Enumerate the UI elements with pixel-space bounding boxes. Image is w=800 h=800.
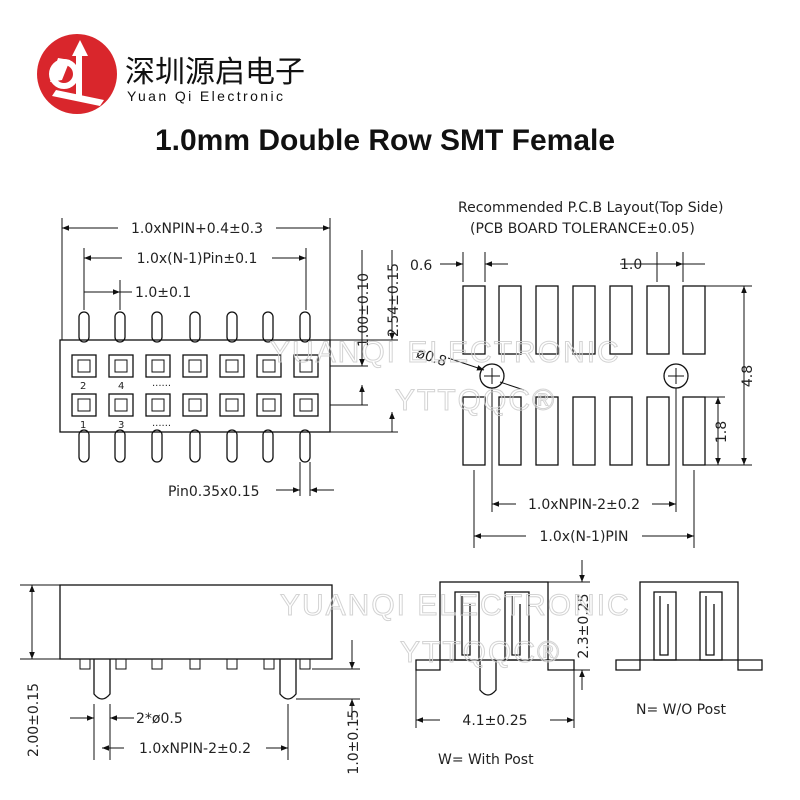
dim-post-span: 1.0xNPIN-2±0.2 [139, 741, 251, 757]
cross-section-with-post: 2.3±0.25 4.1±0.25 W= With Post [415, 560, 592, 768]
pin-label-4: 4 [118, 381, 124, 392]
dim-section-width: 4.1±0.25 [462, 713, 527, 729]
page-title: 1.0mm Double Row SMT Female [155, 124, 615, 157]
dim-overall-length: 1.0xNPIN+0.4±0.3 [131, 221, 263, 237]
post-right [279, 659, 297, 700]
side-pin-tabs [79, 658, 311, 670]
pins-bottom [78, 429, 311, 463]
dim-post-spacing: 1.0xNPIN-2±0.2 [528, 497, 640, 513]
pins-top [78, 311, 311, 343]
pcb-title-line2: (PCB BOARD TOLERANCE±0.05) [470, 221, 695, 237]
dim-post-diameter: 2*ø0.5 [136, 711, 183, 727]
dim-row-spacing: 1.00±0.10 [356, 273, 372, 347]
pin-ellipsis-top: ...... [152, 378, 171, 389]
side-view: 2.00±0.15 2*ø0.5 1.0xNPIN-2±0.2 1.0±0.15 [20, 584, 362, 775]
watermark-line2-top: YTTQQC® [395, 384, 556, 417]
brand-name-cn: 深圳源启电子 [125, 55, 305, 90]
pcb-title-line1: Recommended P.C.B Layout(Top Side) [458, 200, 723, 216]
watermark: YUANQI ELECTRONIC YTTQQC® YUANQI ELECTRO… [270, 336, 631, 670]
dim-pcb-span: 1.0x(N-1)PIN [540, 529, 629, 545]
dim-pad-width: 0.6 [410, 258, 432, 274]
front-view: 1.0xNPIN+0.4±0.3 1.0x(N-1)Pin±0.1 1.0±0.… [59, 218, 402, 500]
pin-label-3: 3 [118, 420, 124, 431]
label-with-post: W= With Post [438, 752, 534, 768]
label-without-post: N= W/O Post [636, 702, 726, 718]
dim-pad-length: 1.8 [714, 421, 730, 443]
contacts-row-top [71, 354, 319, 378]
dim-side-height: 2.00±0.15 [26, 683, 42, 757]
pin-label-1: 1 [80, 420, 86, 431]
watermark-line1-bottom: YUANQI ELECTRONIC [280, 589, 631, 622]
watermark-line2-bottom: YTTQQC® [400, 636, 561, 669]
watermark-line1-top: YUANQI ELECTRONIC [270, 336, 621, 369]
dim-post-length: 1.0±0.15 [346, 709, 362, 774]
pads-bottom [462, 396, 706, 466]
dim-pad-pitch: 1.0 [620, 257, 642, 273]
brand-name-en: Yuan Qi Electronic [127, 88, 285, 104]
contacts-row-bottom [71, 393, 319, 417]
brand-logo: 深圳源启电子 Yuan Qi Electronic [37, 34, 305, 114]
connector-body [59, 339, 331, 433]
post-hole-right-icon [663, 363, 689, 389]
post-left [93, 659, 111, 700]
dim-pitch: 1.0±0.1 [135, 285, 191, 301]
dim-section-height: 2.3±0.25 [576, 593, 592, 658]
pin-label-2: 2 [80, 381, 86, 392]
dim-pitch-span: 1.0x(N-1)Pin±0.1 [137, 251, 258, 267]
pads-top [462, 285, 706, 355]
dim-pin-size: Pin0.35x0.15 [168, 484, 260, 500]
dim-height: 2.54±0.15 [386, 263, 402, 337]
pin-ellipsis-bottom: ...... [152, 418, 171, 429]
dim-pcb-height: 4.8 [740, 365, 756, 387]
cross-section-post [479, 660, 497, 696]
pcb-layout: Recommended P.C.B Layout(Top Side) (PCB … [410, 200, 756, 548]
cross-section-without-post: N= W/O Post [615, 581, 763, 718]
